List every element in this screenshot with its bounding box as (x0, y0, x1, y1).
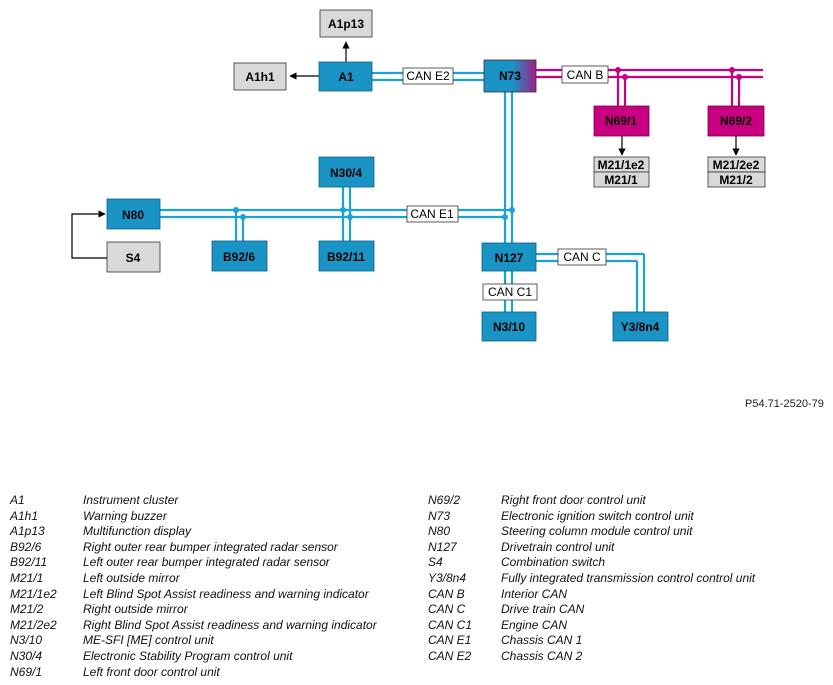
svg-text:A1h1: A1h1 (245, 70, 275, 84)
svg-text:M21/2: M21/2 (719, 173, 753, 187)
node-b92-11: B92/11 (318, 240, 375, 272)
svg-text:N30/4: N30/4 (330, 166, 362, 180)
legend-code: A1 (10, 493, 25, 507)
bus-label-can-b: CAN B (561, 65, 609, 84)
svg-text:CAN C1: CAN C1 (488, 285, 532, 299)
node-a1p13: A1p13 (319, 9, 373, 38)
node-a1: A1 (318, 61, 373, 92)
node-n30-4: N30/4 (318, 156, 375, 188)
legend-description: Fully integrated transmission control co… (501, 570, 756, 585)
legend-description: Electronic Stability Program control uni… (83, 648, 293, 663)
legend-description: Chassis CAN 1 (501, 633, 583, 648)
svg-text:N127: N127 (495, 251, 524, 265)
legend-code: N80 (428, 524, 451, 539)
legend-description: Multifunction display (83, 524, 192, 539)
legend-description: Right outside mirror (83, 602, 188, 617)
legend-description: Instrument cluster (83, 493, 179, 507)
legend-code: N69/2 (428, 493, 461, 507)
legend-description: Combination switch (501, 555, 606, 570)
bus-junctions-magenta (615, 67, 742, 80)
legend-description: Left front door control unit (83, 664, 220, 679)
bus-label-can-c1: CAN C1 (482, 283, 538, 301)
svg-text:N69/1: N69/1 (605, 114, 637, 128)
legend-code: M21/2e2 (10, 617, 57, 632)
legend-code: B92/11 (10, 555, 48, 570)
node-n3-10: N3/10 (481, 311, 537, 342)
node-n69-2: N69/2 (707, 105, 765, 137)
bus-label-can-e1: CAN E1 (406, 205, 459, 223)
legend-description: Drive train CAN (501, 602, 585, 617)
bus-lines-blue (160, 71, 646, 312)
legend-code: N3/10 (10, 633, 43, 648)
legend-code: CAN E1 (428, 633, 472, 648)
node-s4: S4 (106, 241, 161, 273)
node-n69-1: N69/1 (593, 105, 650, 137)
svg-text:S4: S4 (126, 251, 141, 265)
node-y3-8n4: Y3/8n4 (612, 311, 669, 342)
svg-text:CAN C: CAN C (563, 250, 601, 264)
svg-text:N73: N73 (499, 69, 521, 83)
legend-description: Right front door control unit (501, 493, 646, 507)
svg-text:M21/2e2: M21/2e2 (713, 158, 760, 172)
bus-label-can-e2: CAN E2 (402, 67, 454, 85)
node-n127: N127 (481, 242, 537, 272)
node-b92-6: B92/6 (211, 240, 268, 272)
legend-code: S4 (428, 555, 443, 570)
legend-description: Right Blind Spot Assist readiness and wa… (83, 617, 377, 632)
svg-text:CAN B: CAN B (567, 68, 604, 82)
legend-code: N69/1 (10, 664, 43, 679)
legend-code: A1p13 (10, 524, 45, 539)
signal-arrows (71, 41, 740, 259)
svg-text:B92/11: B92/11 (327, 250, 365, 264)
legend-description: Left outer rear bumper integrated radar … (83, 555, 330, 570)
svg-text:N80: N80 (122, 208, 144, 222)
legend-description: Right outer rear bumper integrated radar… (83, 539, 338, 554)
legend-description: Interior CAN (501, 586, 568, 601)
svg-text:CAN E2: CAN E2 (406, 69, 450, 83)
legend-description: ME-SFI [ME] control unit (83, 633, 214, 648)
svg-text:M21/1: M21/1 (604, 173, 638, 187)
svg-text:Y3/8n4: Y3/8n4 (621, 320, 660, 334)
svg-text:N3/10: N3/10 (493, 320, 525, 334)
bus-label-can-c: CAN C (557, 248, 607, 266)
bus-junctions-blue (233, 207, 515, 220)
legend-code: B92/6 (10, 539, 42, 554)
legend-code: M21/1 (10, 570, 44, 585)
legend-description: Left outside mirror (83, 570, 180, 585)
node-n80: N80 (106, 198, 161, 230)
legend-description: Chassis CAN 2 (501, 648, 583, 663)
legend-code: N127 (428, 539, 457, 554)
legend-description: Engine CAN (501, 617, 568, 632)
node-a1h1: A1h1 (233, 62, 287, 91)
legend-code: CAN C1 (428, 617, 473, 632)
svg-text:B92/6: B92/6 (223, 250, 255, 264)
legend-description: Warning buzzer (83, 508, 167, 523)
legend-description: Steering column module control unit (501, 524, 693, 539)
figure-reference: P54.71-2520-79 (745, 398, 824, 410)
legend-code: M21/1e2 (10, 586, 57, 601)
legend-description: Left Blind Spot Assist readiness and war… (83, 586, 369, 601)
legend-code: N73 (428, 508, 451, 523)
network-diagram: A1p13 A1h1 A1 CAN E2 N73 CAN B N69/1 N69… (71, 9, 766, 342)
svg-text:A1: A1 (338, 70, 354, 84)
svg-text:CAN E1: CAN E1 (410, 207, 454, 221)
node-m21-1: M21/1e2 M21/1 (593, 156, 650, 188)
legend-code: CAN E2 (428, 648, 472, 663)
legend-description: Drivetrain control unit (501, 539, 615, 554)
legend-code: CAN B (428, 586, 465, 601)
legend-code: M21/2 (10, 602, 44, 617)
legend-code: N30/4 (10, 648, 43, 663)
legend-code: A1h1 (10, 508, 39, 523)
svg-text:M21/1e2: M21/1e2 (598, 158, 645, 172)
legend-description: Electronic ignition switch control unit (501, 508, 694, 523)
svg-text:N69/2: N69/2 (720, 114, 752, 128)
node-m21-2: M21/2e2 M21/2 (707, 156, 766, 188)
svg-text:A1p13: A1p13 (328, 17, 364, 31)
legend-code: Y3/8n4 (428, 570, 467, 585)
node-n73: N73 (483, 59, 537, 93)
legend-code: CAN C (428, 602, 466, 617)
